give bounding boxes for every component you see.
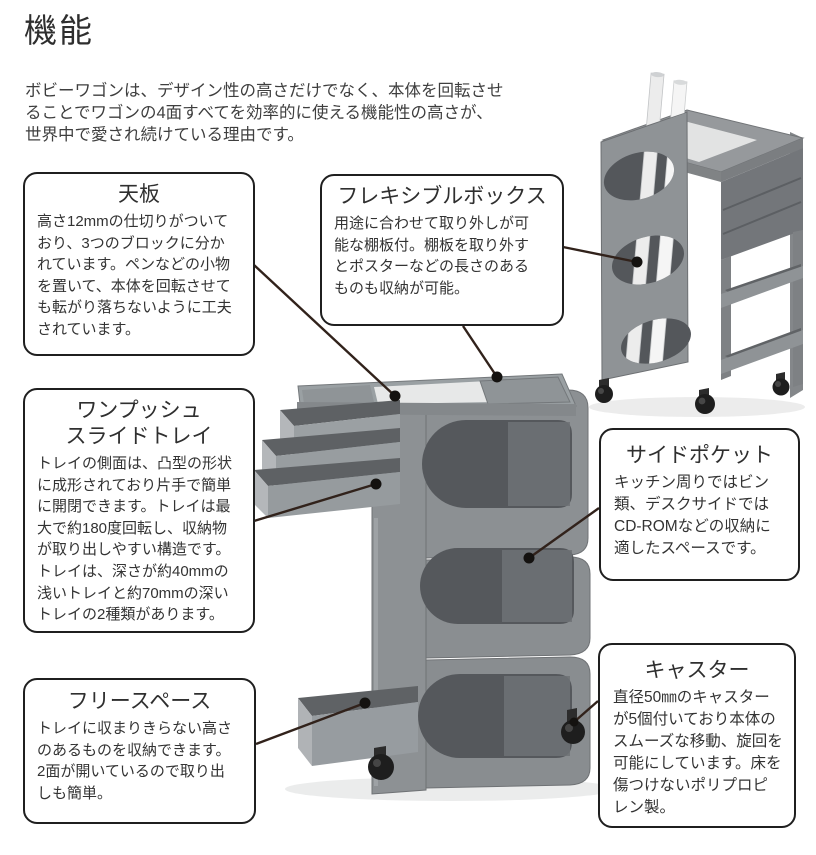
callout-caster: キャスター 直径50㎜のキャスター が5個付いており本体の スムーズな移動、旋回… [598,643,796,828]
callout-one-push-slide-tray-title: ワンプッシュ スライドトレイ [65,399,213,448]
callout-free-space: フリースペース トレイに収まりきらない高さ のあるものを収納できます。 2面が開… [23,678,256,824]
page-title: 機能 [24,12,94,49]
callout-caster-title: キャスター [644,659,750,682]
bobby-wagon-front-illustration [254,373,615,801]
caster-wheels [368,708,585,780]
bobby-wagon-angled-illustration [589,72,805,417]
callout-top-board-title: 天板 [118,183,160,206]
intro-text: ボビーワゴンは、デザイン性の高さだけでなく、本体を回転させ ることでワゴンの4面… [25,82,504,144]
callout-caster-body: 直径50㎜のキャスター が5個付いており本体の スムーズな移動、旋回を 可能にし… [613,689,783,816]
product-photo-front-cart [250,368,615,808]
callout-top-board-body: 高さ12mmの仕切りがついて おり、3つのブロックに分か れています。ペンなどの… [37,213,232,338]
callout-side-pocket-title: サイドポケット [626,444,773,467]
callout-flexible-box: フレキシブルボックス 用途に合わせて取り外しが可 能な棚板付。棚板を取り外す と… [320,174,564,326]
free-space-shelf [298,686,418,766]
callout-one-push-slide-tray: ワンプッシュ スライドトレイ トレイの側面は、凸型の形状 に成形されており片手で… [23,388,255,633]
callout-flexible-box-body: 用途に合わせて取り外しが可 能な棚板付。棚板を取り外す とポスターなどの長さのあ… [334,215,530,297]
product-photo-angled-cart [575,60,816,422]
callout-side-pocket-body: キッチン周りではビン 類、デスクサイドでは CD-ROMなどの収納に 適したスペ… [614,474,771,557]
caster-wheels [595,372,790,414]
callout-one-push-slide-tray-body: トレイの側面は、凸型の形状 に成形されており片手で簡単 に開閉できます。トレイは… [37,455,233,624]
callout-top-board: 天板 高さ12mmの仕切りがついて おり、3つのブロックに分か れています。ペン… [23,172,255,356]
callout-side-pocket: サイドポケット キッチン周りではビン 類、デスクサイドでは CD-ROMなどの収… [599,428,800,581]
callout-free-space-title: フリースペース [67,690,212,713]
callout-free-space-body: トレイに収まりきらない高さ のあるものを収納できます。 2面が開いているので取り… [37,720,233,802]
slide-trays [254,400,400,518]
callout-flexible-box-title: フレキシブルボックス [337,185,547,208]
side-pocket-cutouts [418,420,574,758]
